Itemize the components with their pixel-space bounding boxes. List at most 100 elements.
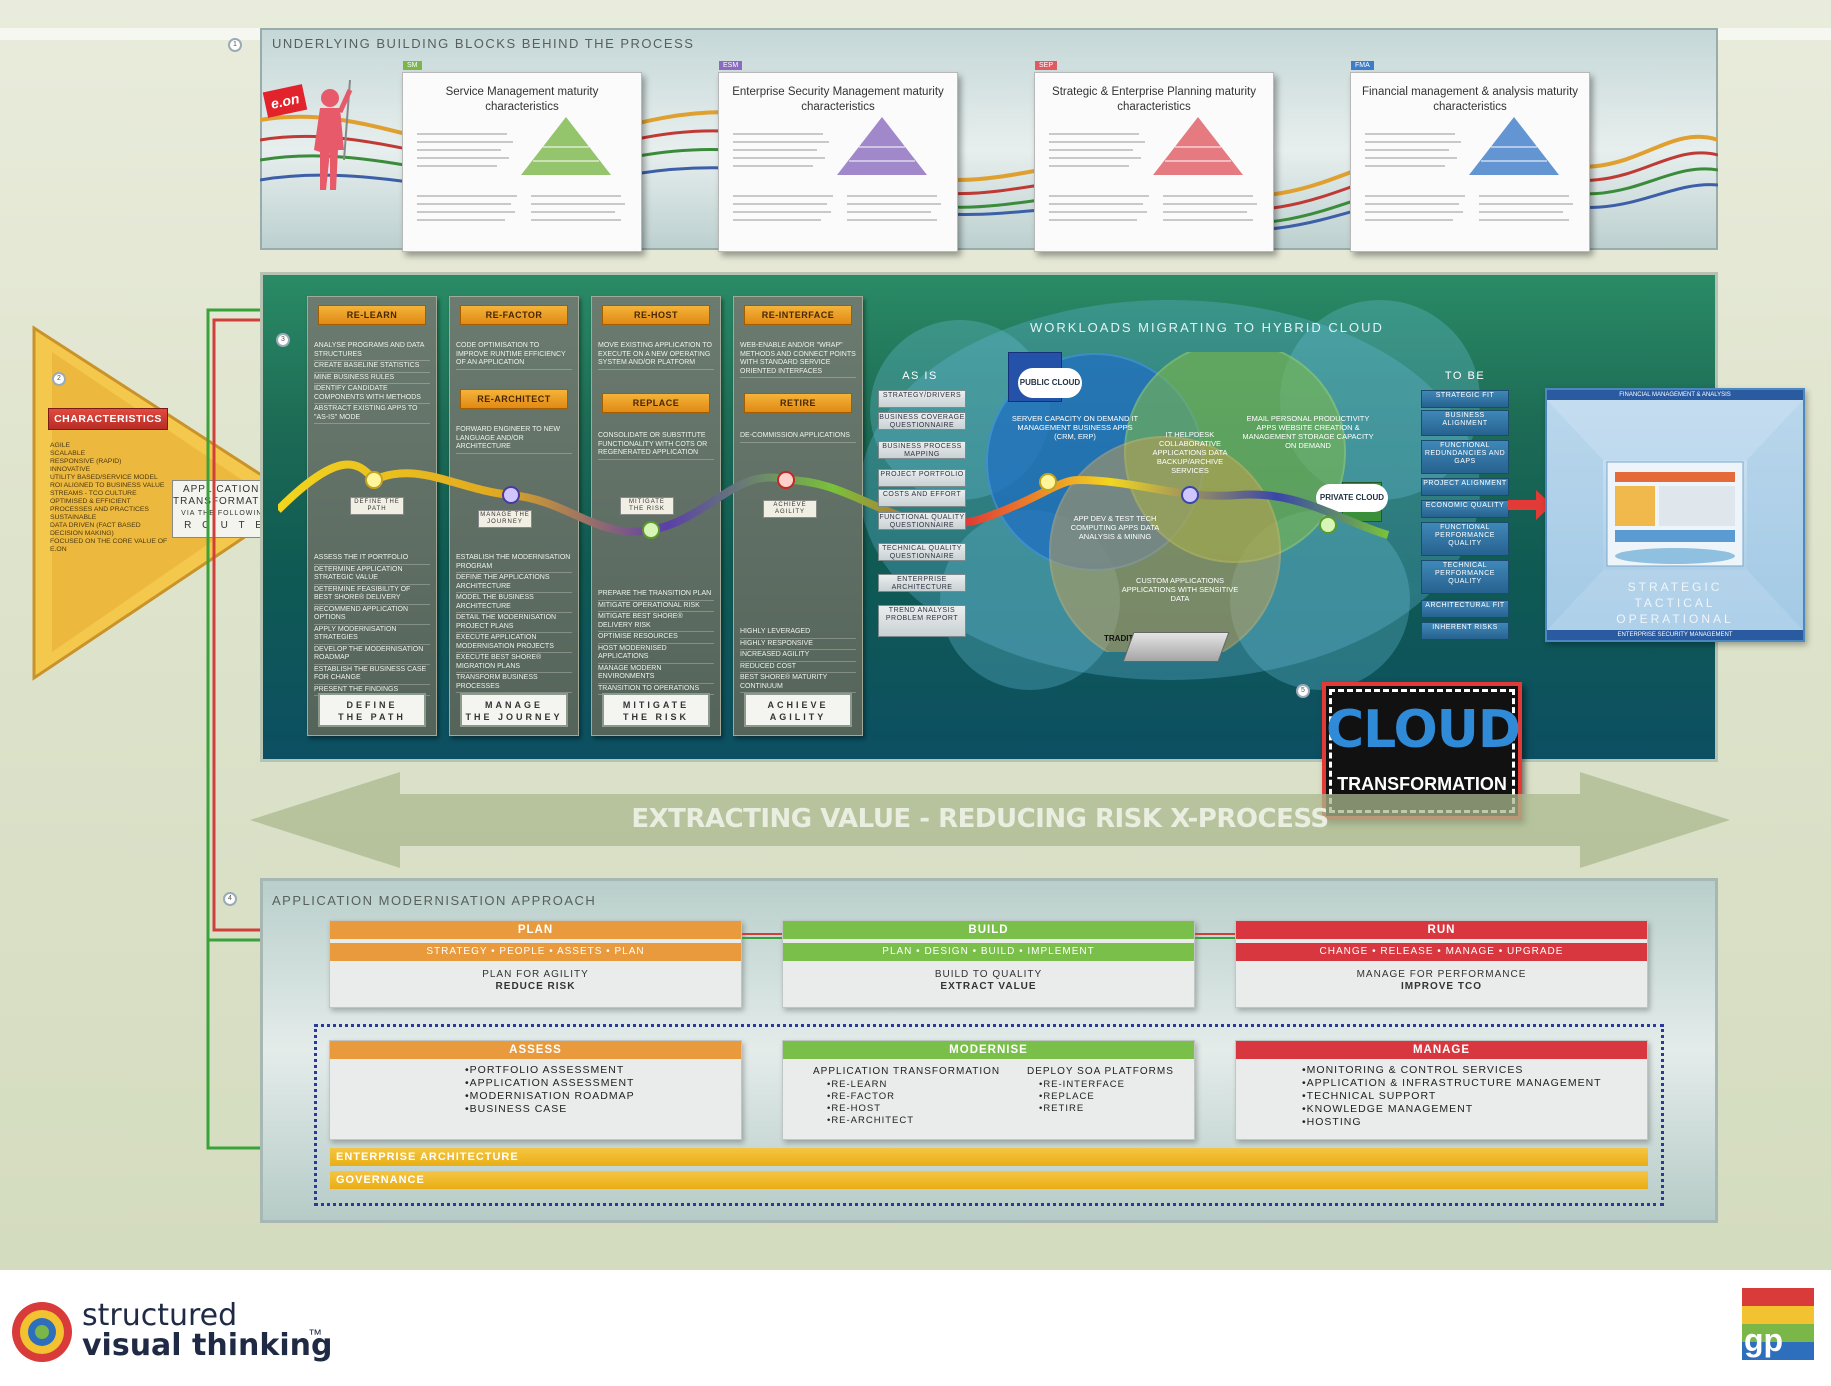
column-top-items: MOVE EXISTING APPLICATION TO EXECUTE ON … xyxy=(598,341,714,370)
modernise-item: •RE-FACTOR xyxy=(827,1091,896,1102)
characteristic-item: OPTIMISED & EFFICIENT PROCESSES AND PRAC… xyxy=(50,498,149,513)
overlap-text: IT HELPDESK COLLABORATIVE APPLICATIONS D… xyxy=(1152,430,1228,475)
modernise-item: •RE-HOST xyxy=(827,1103,882,1114)
as-is-item[interactable]: BUSINESS COVERAGE QUESTIONNAIRE xyxy=(878,412,966,430)
reinterface-label[interactable]: RE-INTERFACE xyxy=(744,305,852,325)
pyramid-icon xyxy=(521,117,611,175)
as-is-item[interactable]: COSTS AND EFFORT xyxy=(878,489,966,507)
characteristic-item: FOCUSED ON THE CORE VALUE OF E.ON xyxy=(50,538,168,553)
to-be-item[interactable]: INHERENT RISKS xyxy=(1421,622,1509,640)
stage-achieve-agility[interactable]: ACHIEVE AGILITY xyxy=(744,693,852,727)
phase-head: MODERNISE xyxy=(783,1041,1194,1059)
phase-build[interactable]: BUILD PLAN • DESIGN • BUILD • IMPLEMENT … xyxy=(782,920,1195,1008)
phase-run[interactable]: RUN CHANGE • RELEASE • MANAGE • UPGRADE … xyxy=(1235,920,1648,1008)
column-bottom-items: HIGHLY LEVERAGED HIGHLY RESPONSIVE INCRE… xyxy=(740,627,856,693)
as-is-title: AS IS xyxy=(902,370,938,382)
pyramid-top-label: FINANCIAL MANAGEMENT & ANALYSIS xyxy=(1547,390,1803,400)
double-arrow xyxy=(250,772,1730,868)
to-be-item[interactable]: ECONOMIC QUALITY xyxy=(1421,500,1509,518)
to-be-item[interactable]: TECHNICAL PERFORMANCE QUALITY xyxy=(1421,560,1509,594)
assess-item: •PORTFOLIO ASSESSMENT xyxy=(465,1064,625,1076)
characteristic-item: RESPONSIVE (RAPID) xyxy=(50,458,122,465)
modernise-left-list: •RE-LEARN •RE-FACTOR •RE-HOST •RE-ARCHIT… xyxy=(827,1079,914,1127)
building-blocks-title: UNDERLYING BUILDING BLOCKS BEHIND THE PR… xyxy=(272,36,695,51)
column-item: ESTABLISH THE BUSINESS CASE FOR CHANGE xyxy=(314,665,430,685)
stage-line: ACHIEVE xyxy=(767,700,829,710)
to-be-item[interactable]: STRATEGIC FIT xyxy=(1421,390,1509,408)
stage-define-path[interactable]: DEFINE THE PATH xyxy=(318,693,426,727)
as-is-item[interactable]: TREND ANALYSIS PROBLEM REPORT xyxy=(878,605,966,637)
private-cloud-label: PRIVATE CLOUD xyxy=(1316,484,1388,512)
column-item: TRANSFORM BUSINESS PROCESSES xyxy=(456,673,572,693)
column-item: BEST SHORE® MATURITY CONTINUUM xyxy=(740,673,856,693)
route-line xyxy=(278,460,1390,539)
doc-strategic-planning[interactable]: SEP Strategic & Enterprise Planning matu… xyxy=(1034,61,1274,252)
column-mid-items: DE-COMMISSION APPLICATIONS xyxy=(740,431,856,443)
stage-line: THE PATH xyxy=(338,712,406,722)
doc-title: Strategic & Enterprise Planning maturity… xyxy=(1052,86,1256,113)
replace-label[interactable]: REPLACE xyxy=(602,393,710,413)
column-rehost: RE-HOST MOVE EXISTING APPLICATION TO EXE… xyxy=(591,296,721,736)
rearchitect-label[interactable]: RE-ARCHITECT xyxy=(460,389,568,409)
column-item: HOST MODERNISED APPLICATIONS xyxy=(598,644,714,664)
doc-security-management[interactable]: ESM Enterprise Security Management matur… xyxy=(718,61,958,252)
as-is-item[interactable]: FUNCTIONAL QUALITY QUESTIONNAIRE xyxy=(878,512,966,530)
gp-logo: gp xyxy=(1742,1288,1814,1360)
column-item: HIGHLY RESPONSIVE xyxy=(740,639,856,650)
stage-manage-journey[interactable]: MANAGE THE JOURNEY xyxy=(460,693,568,727)
route-line: VIA THE FOLLOWING xyxy=(181,510,269,517)
enterprise-architecture-bar: ENTERPRISE ARCHITECTURE xyxy=(330,1148,1648,1166)
target-logo-icon xyxy=(12,1302,72,1362)
to-be-item[interactable]: FUNCTIONAL PERFORMANCE QUALITY xyxy=(1421,522,1509,556)
as-is-item[interactable]: BUSINESS PROCESS MAPPING xyxy=(878,441,966,459)
column-item: MOVE EXISTING APPLICATION TO EXECUTE ON … xyxy=(598,341,714,370)
column-item: DE-COMMISSION APPLICATIONS xyxy=(740,431,856,443)
to-be-title: TO BE xyxy=(1444,370,1486,382)
column-item: IDENTIFY CANDIDATE COMPONENTS WITH METHO… xyxy=(314,384,430,404)
pyramid-icon xyxy=(837,117,927,175)
pyramid-bottom-label: ENTERPRISE SECURITY MANAGEMENT xyxy=(1547,630,1803,640)
column-bottom-items: ESTABLISH THE MODERNISATION PROGRAM DEFI… xyxy=(456,553,572,693)
as-is-item[interactable]: TECHNICAL QUALITY QUESTIONNAIRE xyxy=(878,543,966,561)
doc-service-management[interactable]: SM Service Management maturity character… xyxy=(402,61,642,252)
governance-bar: GOVERNANCE xyxy=(330,1171,1648,1189)
phase-modernise[interactable]: MODERNISE APPLICATION TRANSFORMATION •RE… xyxy=(782,1040,1195,1140)
column-item: DEFINE THE APPLICATIONS ARCHITECTURE xyxy=(456,573,572,593)
pyramid-icon xyxy=(1153,117,1243,175)
to-be-item[interactable]: ARCHITECTURAL FIT xyxy=(1421,600,1509,618)
modernise-right-list: •RE-INTERFACE •REPLACE •RETIRE xyxy=(1039,1079,1125,1115)
as-is-item[interactable]: ENTERPRISE ARCHITECTURE xyxy=(878,574,966,592)
stage-line: DEFINE xyxy=(346,700,398,710)
as-is-item[interactable]: STRATEGY/DRIVERS xyxy=(878,390,966,408)
column-top-items: CODE OPTIMISATION TO IMPROVE RUNTIME EFF… xyxy=(456,341,572,370)
phase-manage[interactable]: MANAGE •MONITORING & CONTROL SERVICES •A… xyxy=(1235,1040,1648,1140)
column-item: RECOMMEND APPLICATION OPTIONS xyxy=(314,605,430,625)
gp-text: gp xyxy=(1744,1322,1784,1358)
doc-tag: FMA xyxy=(1351,61,1374,70)
to-be-item[interactable]: PROJECT ALIGNMENT xyxy=(1421,478,1509,496)
retire-label[interactable]: RETIRE xyxy=(744,393,852,413)
modernise-right-title: DEPLOY SOA PLATFORMS xyxy=(1027,1066,1174,1077)
as-is-item[interactable]: PROJECT PORTFOLIO xyxy=(878,469,966,487)
stage-line: THE JOURNEY xyxy=(465,712,563,722)
characteristic-item: DATA DRIVEN (FACT BASED DECISION MAKING) xyxy=(50,522,141,537)
relearn-label[interactable]: RE-LEARN xyxy=(318,305,426,325)
column-top-items: ANALYSE PROGRAMS AND DATA STRUCTURES CRE… xyxy=(314,341,430,424)
arrow-right-icon xyxy=(1508,490,1552,520)
modernise-item: •RETIRE xyxy=(1039,1103,1085,1114)
modernise-item: •RE-ARCHITECT xyxy=(827,1115,915,1126)
rehost-label[interactable]: RE-HOST xyxy=(602,305,710,325)
doc-tag: SM xyxy=(403,61,422,70)
column-item: EXECUTE BEST SHORE® MIGRATION PLANS xyxy=(456,653,572,673)
private-cloud-text: EMAIL PERSONAL PRODUCTIVITY APPS WEBSITE… xyxy=(1242,414,1374,450)
to-be-item[interactable]: FUNCTIONAL REDUNDANCIES AND GAPS xyxy=(1421,440,1509,474)
column-item: ANALYSE PROGRAMS AND DATA STRUCTURES xyxy=(314,341,430,361)
to-be-item[interactable]: BUSINESS ALIGNMENT xyxy=(1421,410,1509,436)
column-mid-items: FORWARD ENGINEER TO NEW LANGUAGE AND/OR … xyxy=(456,425,572,454)
doc-financial-management[interactable]: FMA Financial management & analysis matu… xyxy=(1350,61,1590,252)
stage-mitigate-risk[interactable]: MITIGATE THE RISK xyxy=(602,693,710,727)
column-item: WEB-ENABLE AND/OR "WRAP" METHODS AND CON… xyxy=(740,341,856,378)
phase-plan[interactable]: PLAN STRATEGY • PEOPLE • ASSETS • PLAN P… xyxy=(329,920,742,1008)
phase-assess[interactable]: ASSESS •PORTFOLIO ASSESSMENT •APPLICATIO… xyxy=(329,1040,742,1140)
refactor-label[interactable]: RE-FACTOR xyxy=(460,305,568,325)
